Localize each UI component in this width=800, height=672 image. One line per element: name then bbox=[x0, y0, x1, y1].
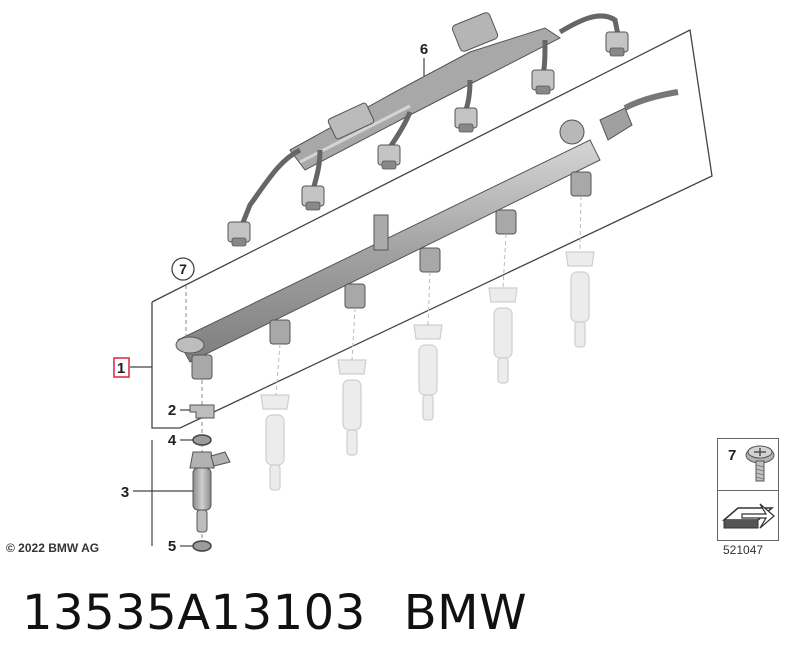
reference-code: 521047 bbox=[723, 543, 764, 557]
assembly-bracket bbox=[151, 29, 713, 429]
clip-part-2 bbox=[189, 404, 215, 419]
copyright-notice: © 2022 BMW AG bbox=[6, 541, 100, 555]
ghost-injectors bbox=[260, 251, 595, 491]
reference-panel-number: 7 bbox=[728, 447, 737, 464]
o-ring-part-5 bbox=[192, 540, 212, 552]
part-caption: 13535A13103 BMW bbox=[22, 585, 527, 641]
o-ring-part-4 bbox=[192, 434, 212, 446]
callout-5[interactable]: 5 bbox=[168, 538, 176, 555]
ghost-guide-lines bbox=[275, 195, 582, 396]
fuel-rail bbox=[175, 89, 679, 380]
callout-7-circle bbox=[171, 257, 195, 281]
callout-6[interactable]: 6 bbox=[420, 41, 428, 58]
reference-panel: 7 bbox=[717, 438, 779, 541]
screw-icon bbox=[745, 445, 775, 482]
parts-diagram: 1 2 3 4 5 6 7 bbox=[113, 12, 713, 555]
brand-name: BMW bbox=[403, 585, 528, 641]
leader-lines bbox=[130, 58, 425, 547]
callout-4[interactable]: 4 bbox=[168, 432, 177, 449]
callout-2[interactable]: 2 bbox=[168, 402, 176, 419]
callout-1-box bbox=[113, 357, 130, 378]
arrow-icon bbox=[721, 503, 775, 529]
wiring-harness bbox=[227, 12, 629, 247]
callout-1[interactable]: 1 bbox=[117, 360, 125, 377]
exploded-injector-stack bbox=[185, 285, 231, 552]
callout-7[interactable]: 7 bbox=[179, 261, 187, 277]
injector-part-3 bbox=[189, 451, 231, 533]
part-number: 13535A13103 bbox=[22, 585, 366, 641]
callout-3[interactable]: 3 bbox=[121, 484, 129, 501]
